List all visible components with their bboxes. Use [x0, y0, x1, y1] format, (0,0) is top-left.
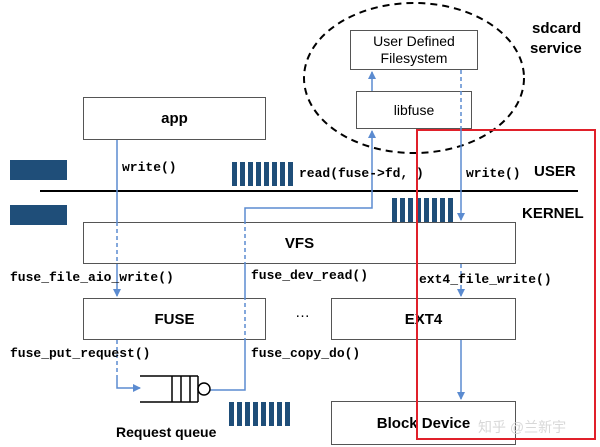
ext4-path-highlight [416, 129, 596, 440]
block-device-box: Block Device [331, 401, 516, 445]
watermark: 知乎 @兰新宇 [478, 419, 567, 435]
sdcard-service-ellipse [303, 2, 525, 154]
buffer-queue-icon [229, 402, 293, 431]
sdcard-service-label-1: sdcard [532, 20, 582, 37]
user-label: USER [534, 163, 576, 180]
buffer-user-icon [232, 162, 296, 191]
request-queue-label: Request queue [116, 424, 217, 440]
ext4-file-write-label: ext4_file_write() [419, 272, 552, 287]
fuse-copy-do-label: fuse_copy_do() [251, 346, 361, 361]
write-right-label: write() [466, 166, 521, 181]
ext4-box: EXT4 [331, 298, 516, 340]
kernel-bar-icon [10, 205, 67, 225]
user-fs-box: User Defined Filesystem [350, 30, 478, 70]
buffer-kernel-icon [392, 198, 456, 227]
fuse-dev-read-label: fuse_dev_read() [251, 268, 369, 283]
libfuse-box: libfuse [356, 91, 472, 129]
vfs-box: VFS [83, 222, 516, 264]
fuse-box: FUSE [83, 298, 266, 340]
fuse-file-aio-write-label: fuse_file_aio_write() [10, 270, 174, 285]
kernel-label: KERNEL [522, 205, 584, 222]
sdcard-service-label-2: service [530, 40, 582, 57]
ellipsis-label: … [295, 304, 310, 321]
request-queue-icon [140, 375, 211, 403]
write-app-label: write() [122, 160, 177, 175]
user-bar-icon [10, 160, 67, 180]
app-box: app [83, 97, 266, 140]
read-fuse-label: read(fuse->fd, ) [299, 166, 424, 181]
fuse-put-request-label: fuse_put_request() [10, 346, 151, 361]
